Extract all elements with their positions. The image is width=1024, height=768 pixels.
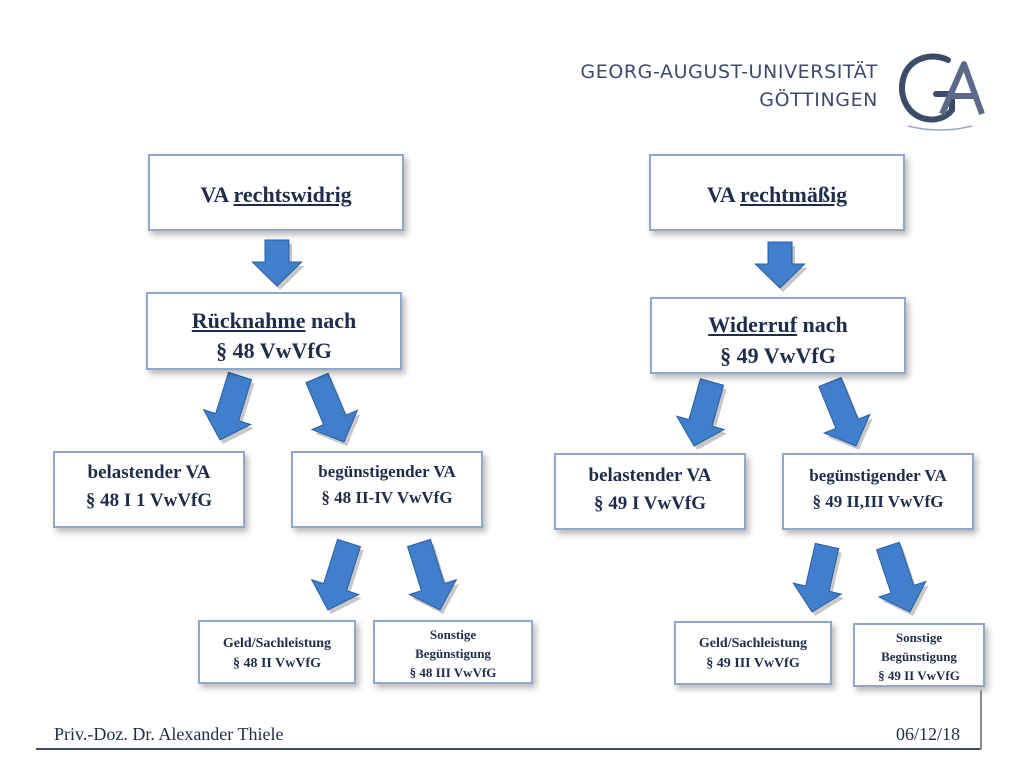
keyword-ruecknahme: Rücknahme [191, 308, 306, 333]
beguenstigender-va-49-label: begünstigender VA [809, 466, 947, 485]
widerruf-suffix: nach [797, 312, 848, 337]
ruecknahme-suffix: nach [305, 308, 357, 333]
box-belastender-va-49: belastender VA § 49 I VwVfG [554, 453, 746, 530]
university-name: GEORG-AUGUST-UNIVERSITÄT GÖTTINGEN [580, 58, 878, 114]
sonstige-49-label: Sonstige [895, 630, 943, 645]
box-geld-sachleistung-48: Geld/Sachleistung § 48 II VwVfG [198, 620, 356, 684]
arrow-ruecknahme-to-beguenstigend [305, 372, 359, 443]
box-belastender-va-48: belastender VA § 48 I 1 VwVfG [53, 451, 245, 528]
beguenstigung-49-label: Begünstigung [881, 649, 957, 664]
box-va-rechtswidrig: VA rechtswidrig [148, 154, 404, 231]
arrow-widerruf-to-belastend [675, 378, 726, 447]
sonstige-49-paragraph: § 49 II VwVfG [878, 668, 960, 683]
box-beguenstigender-va-48: begünstigender VA § 48 II-IV VwVfG [291, 451, 483, 528]
box-beguenstigender-va-49: begünstigender VA § 49 II,III VwVfG [782, 453, 974, 530]
goettingen-university-logo-icon [899, 53, 985, 131]
box-widerruf: Widerruf nach § 49 VwVfG [650, 297, 906, 374]
belastender-va-48-label: belastender VA [87, 462, 211, 483]
belastender-va-49-label: belastender VA [588, 465, 712, 486]
box-geld-sachleistung-49: Geld/Sachleistung § 49 III VwVfG [674, 621, 832, 685]
arrow-rechtswidrig-to-ruecknahme [251, 239, 303, 287]
sonstige-48-label: Sonstige [429, 627, 477, 642]
beguenstigender-va-48-label: begünstigender VA [318, 462, 456, 481]
va-prefix-left: VA [200, 182, 234, 207]
sonstige-48-paragraph: § 48 III VwVfG [409, 665, 497, 680]
footer-divider [36, 748, 981, 750]
box-sonstige-beguenstigung-49: Sonstige Begünstigung § 49 II VwVfG [853, 623, 985, 687]
arrow-ruecknahme-to-belastend [202, 371, 253, 441]
arrow-beguenstigend49-to-sonstige [875, 541, 927, 613]
beguenstigender-va-49-paragraph: § 49 II,III VwVfG [812, 492, 944, 511]
university-name-line1: GEORG-AUGUST-UNIVERSITÄT [580, 61, 878, 83]
geld-49-paragraph: § 49 III VwVfG [706, 656, 800, 671]
widerruf-paragraph: § 49 VwVfG [720, 343, 836, 368]
beguenstigender-va-48-paragraph: § 48 II-IV VwVfG [321, 488, 453, 507]
geld-49-label: Geld/Sachleistung [698, 636, 808, 651]
arrow-beguenstigend49-to-geld [792, 542, 843, 613]
footer-date: 06/12/18 [896, 724, 961, 744]
geld-48-label: Geld/Sachleistung [222, 636, 332, 651]
keyword-rechtmaessig: rechtmäßig [740, 182, 848, 207]
arrow-beguenstigend48-to-sonstige [406, 538, 458, 611]
arrow-rechtmaessig-to-widerruf [754, 241, 806, 289]
keyword-rechtswidrig: rechtswidrig [233, 182, 352, 207]
arrow-widerruf-to-beguenstigend [818, 376, 871, 447]
box-ruecknahme: Rücknahme nach § 48 VwVfG [146, 292, 402, 370]
va-prefix-right: VA [706, 182, 741, 207]
beguenstigung-48-label: Begünstigung [415, 646, 491, 661]
box-va-rechtmaessig: VA rechtmäßig [649, 154, 905, 231]
ruecknahme-paragraph: § 48 VwVfG [216, 338, 332, 363]
arrow-beguenstigend48-to-geld [310, 538, 362, 611]
belastender-va-48-paragraph: § 48 I 1 VwVfG [85, 490, 213, 511]
box-sonstige-beguenstigung-48: Sonstige Begünstigung § 48 III VwVfG [373, 620, 533, 684]
footer-vertical-divider [980, 690, 982, 750]
university-name-line2: GÖTTINGEN [759, 89, 878, 111]
footer-author: Priv.-Doz. Dr. Alexander Thiele [54, 724, 284, 744]
keyword-widerruf: Widerruf [708, 312, 798, 337]
geld-48-paragraph: § 48 II VwVfG [232, 656, 322, 671]
belastender-va-49-paragraph: § 49 I VwVfG [593, 493, 707, 514]
